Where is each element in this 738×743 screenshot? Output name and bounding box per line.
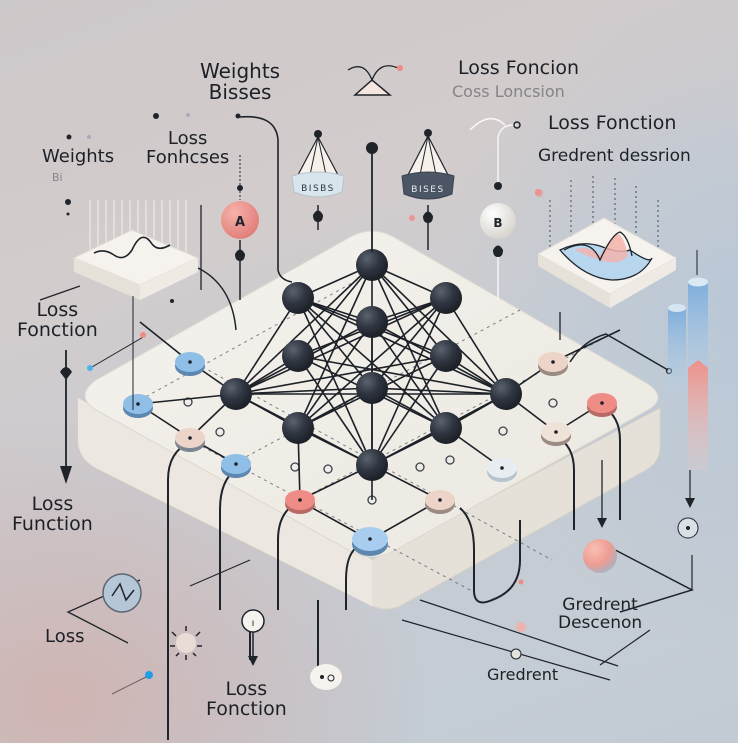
disc-peach-2 [425,490,455,514]
hanging-elements: BISBS BISES A B [65,65,541,303]
right-surface-platform [535,176,678,375]
label-weights-bisses-top: Weights Bisses [200,61,280,103]
network-edges [137,264,621,541]
label-gredrent-bottom: Gredrent [487,665,559,684]
disc-nodes [123,352,617,556]
svg-text:ı: ı [252,618,255,629]
label-loss-foncion-top: Loss Foncion [458,57,580,79]
neuron-node [356,449,388,481]
label-bi-ghost: Bi [52,171,63,184]
disc-blue-2 [123,394,153,418]
label-loss-fonction-left: Loss Fonction [17,299,98,341]
label-bisses: Bisses [208,80,272,104]
neuron-node [430,282,462,314]
label-fonction: Fonction [17,318,98,341]
neuron-node [220,378,252,410]
left-arrow [60,296,146,484]
label-loss: Loss [36,299,79,321]
disc-blue-4 [352,527,388,556]
bisses-badge-dark: BISES [411,185,444,195]
neuron-nodes [220,249,522,481]
disc-blue-1 [175,352,205,376]
disc-blue-3 [221,454,251,478]
label-fonction: Fonction [206,697,287,720]
label-loss: Loss [225,678,268,700]
sphere-a-label: A [235,215,245,230]
label-weights: Weights [200,59,281,83]
label-descenon: Descenon [558,612,643,633]
neuron-node [356,372,388,404]
neuron-node [356,249,388,281]
disc-pink-2 [587,393,617,417]
label-loss-fonction-right: Loss Fonction [548,112,677,134]
label-loss: Loss [31,493,74,515]
neuron-node [282,412,314,444]
bisses-badge-light: BISBS [301,184,335,194]
label-loss-bottom: Loss [45,626,85,647]
label-loss: Loss [167,128,208,149]
label-loss-function-left: Loss Function [12,493,93,535]
label-function: Function [12,512,93,535]
label-loss-fonction-bottom: Loss Fonction [206,678,287,720]
left-wave-platform [39,200,237,331]
disc-peach-4 [541,422,571,446]
label-fonhcses: Fonhcses [146,146,230,168]
label-weights-left: Weights [42,146,115,167]
disc-white-1 [487,458,517,482]
disc-peach-1 [175,428,205,452]
neuron-node [356,306,388,338]
neuron-node [282,282,314,314]
neuron-node [430,412,462,444]
sphere-b-label: B [493,216,502,230]
disc-peach-3 [538,352,568,376]
label-gredrent: Gredrent [562,595,638,615]
label-gredrent-descenon: Gredrent Descenon [558,595,643,633]
neuron-node [490,378,522,410]
bottom-elements: ı [66,460,694,695]
label-loss-fonhcses: Loss Fonhcses [146,128,230,168]
right-bar-columns [668,250,708,539]
neuron-node [282,340,314,372]
label-gredrent-dessrion: Gredrent dessrion [538,146,691,166]
neuron-node [430,340,462,372]
disc-pink-1 [285,490,315,514]
label-coss-ghost: Coss Loncsion [452,82,565,101]
